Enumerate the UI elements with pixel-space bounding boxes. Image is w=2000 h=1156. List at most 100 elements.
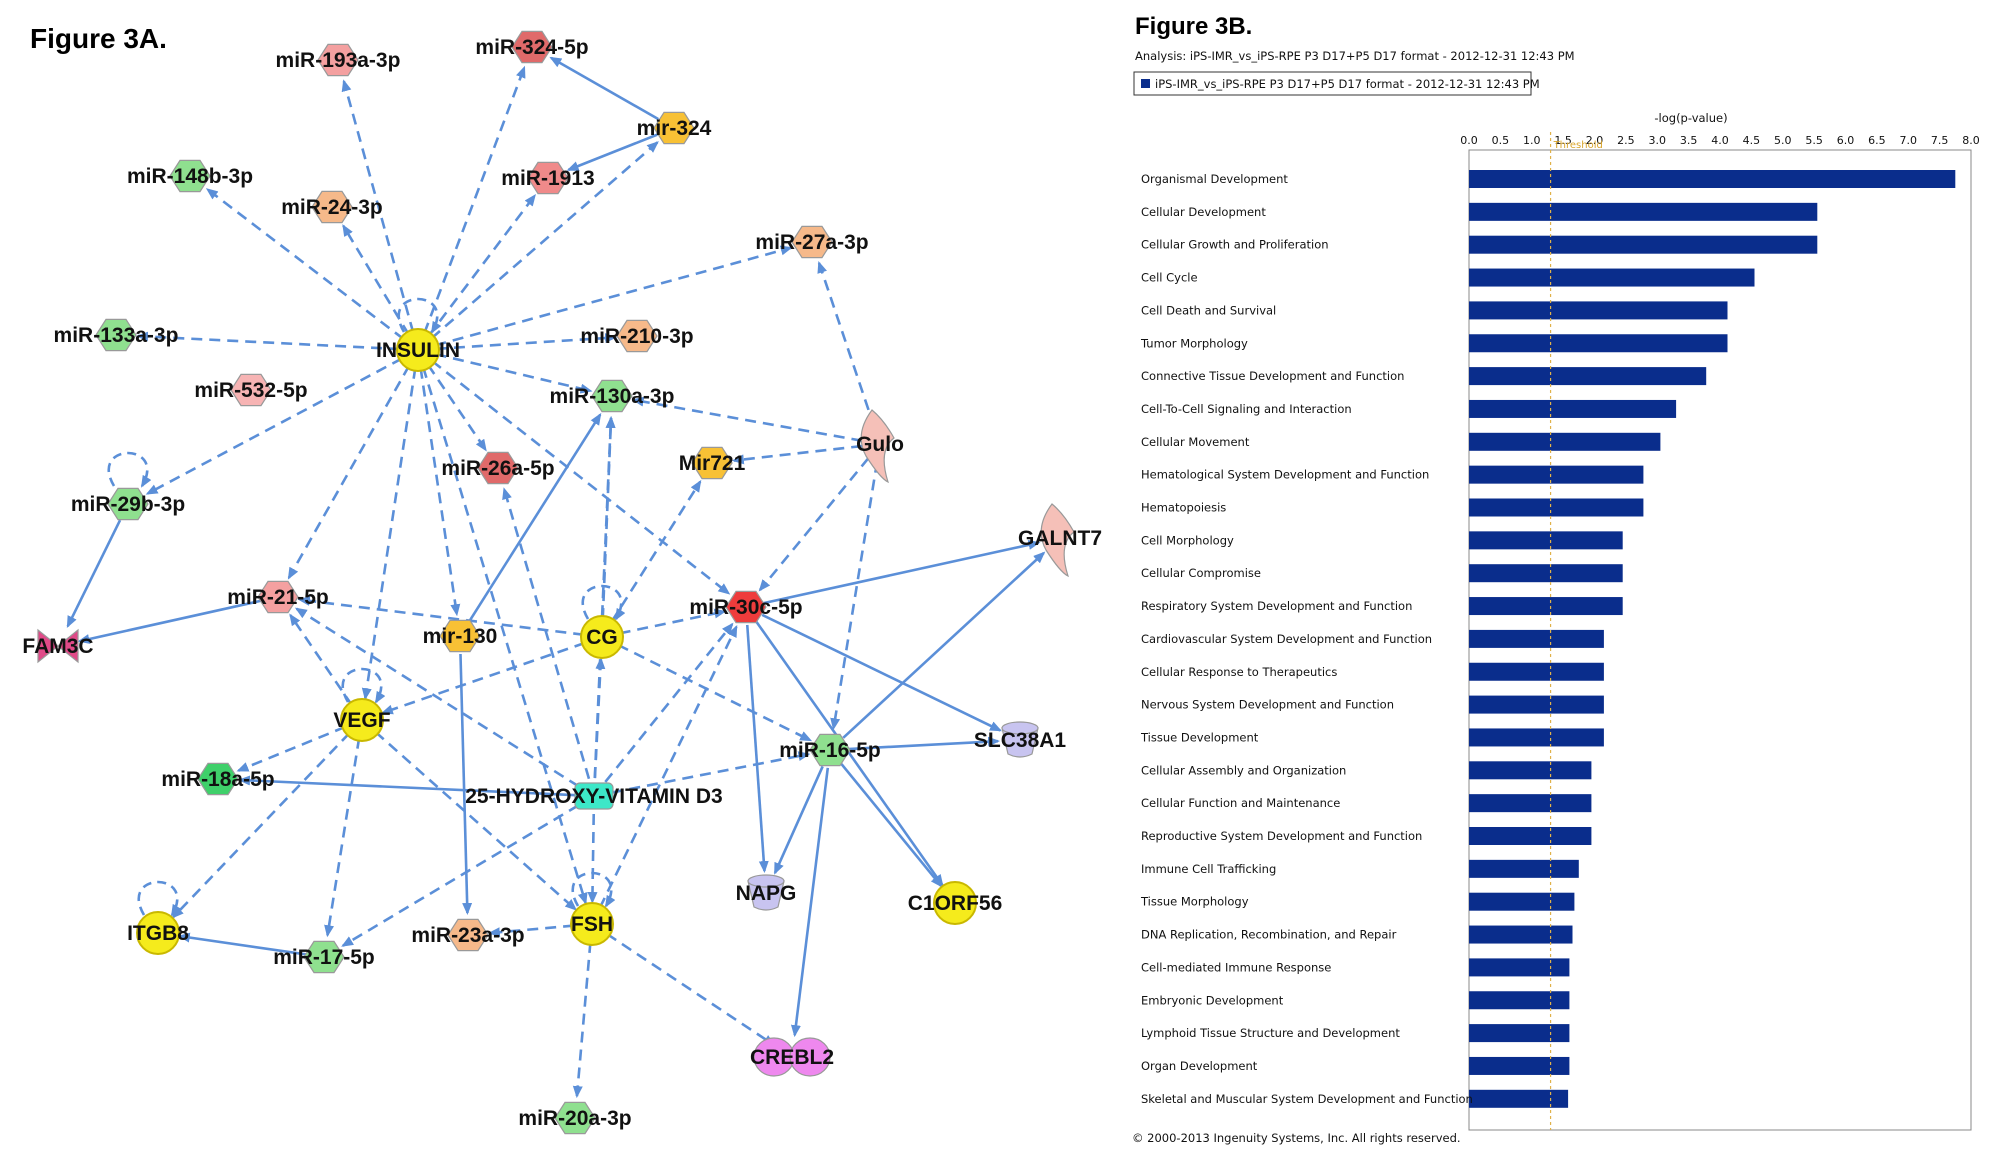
node-napg[interactable]: NAPG — [736, 874, 797, 911]
node-mir-16-5p[interactable]: miR-16-5p — [779, 733, 881, 767]
node-mir-26a-5p[interactable]: miR-26a-5p — [441, 451, 555, 485]
bar-cell-to-cell-signaling-and-interaction — [1469, 399, 1677, 418]
node-mir-20a-3p[interactable]: miR-20a-3p — [518, 1101, 632, 1135]
node-mir-324[interactable]: mir-324 — [637, 111, 712, 145]
category-label-cellular-development: Cellular Development — [1141, 205, 1266, 219]
x-tick-label: 3.0 — [1649, 134, 1667, 147]
node-c1orf56[interactable]: C1ORF56 — [908, 881, 1003, 925]
node-mir-27a-3p[interactable]: miR-27a-3p — [755, 225, 869, 259]
node-slc38a1[interactable]: SLC38A1 — [974, 721, 1067, 758]
node-crebl2[interactable]: CREBL2 — [750, 1037, 834, 1077]
category-label-organismal-development: Organismal Development — [1141, 172, 1288, 186]
bar-organ-development — [1469, 1056, 1570, 1075]
category-label-cellular-movement: Cellular Movement — [1141, 435, 1250, 449]
bar-cellular-growth-and-proliferation — [1469, 235, 1818, 254]
node-label: miR-27a-3p — [755, 231, 868, 254]
node-mir-30c-5p[interactable]: miR-30c-5p — [689, 590, 803, 624]
edge-mir-130-to-mir-23a-3p — [459, 653, 473, 916]
node-label: miR-532-5p — [194, 379, 307, 402]
node-mir-210-3p[interactable]: miR-210-3p — [580, 319, 694, 353]
category-label-cellular-compromise: Cellular Compromise — [1141, 566, 1261, 580]
node-label: miR-324-5p — [475, 36, 588, 59]
bar-skeletal-and-muscular-system-development-and-function — [1469, 1089, 1569, 1108]
self-loop-mir-29b-3p — [107, 451, 152, 488]
node-mir-24-3p[interactable]: miR-24-3p — [281, 190, 383, 224]
category-label-cell-morphology: Cell Morphology — [1141, 533, 1234, 547]
edge-mir-16-5p-to-galnt7 — [842, 551, 1046, 739]
node-mir-130[interactable]: mir-130 — [423, 619, 498, 653]
node-label: miR-30c-5p — [689, 596, 802, 619]
edge-mir-21-5p-to-fam3c — [77, 599, 261, 644]
legend-box — [1133, 71, 1532, 96]
node-gulo[interactable]: Gulo — [856, 409, 904, 484]
node-mir-193a-3p[interactable]: miR-193a-3p — [276, 43, 401, 77]
node-mir-18a-5p[interactable]: miR-18a-5p — [161, 762, 275, 796]
node-mir-324-5p[interactable]: miR-324-5p — [475, 30, 589, 64]
node-label: miR-130a-3p — [550, 385, 675, 408]
edge-insulin-to-vegf — [361, 367, 417, 701]
edge-gulo-to-mir721 — [731, 444, 863, 465]
node-mir-21-5p[interactable]: miR-21-5p — [227, 580, 329, 614]
edge-mir-30c-5p-to-c1orf56 — [755, 620, 944, 887]
node-mir-148b-3p[interactable]: miR-148b-3p — [127, 159, 253, 193]
node-vegf[interactable]: VEGF — [333, 698, 391, 742]
bar-cellular-response-to-therapeutics — [1469, 662, 1604, 681]
bar-cellular-compromise — [1469, 564, 1623, 583]
node-mir-29b-3p[interactable]: miR-29b-3p — [71, 487, 185, 521]
node-insulin[interactable]: INSULIN — [376, 328, 460, 372]
node-label: miR-18a-5p — [161, 768, 274, 791]
legend-swatch — [1141, 79, 1150, 88]
node-mir-1913[interactable]: miR-1913 — [501, 161, 595, 195]
bar-organismal-development — [1469, 170, 1956, 188]
bar-cell-morphology — [1469, 531, 1623, 550]
edge-insulin-to-mir-1913 — [427, 193, 536, 337]
node-label: FAM3C — [22, 635, 93, 658]
node-fam3c[interactable]: FAM3C — [22, 628, 94, 664]
edge-vegf-to-fsh — [374, 730, 578, 911]
bar-cellular-development — [1469, 202, 1818, 221]
edge-vegf-to-mir-17-5p — [324, 737, 361, 938]
category-label-connective-tissue-development-and-function: Connective Tissue Development and Functi… — [1141, 369, 1404, 383]
bar-hematopoiesis — [1469, 498, 1644, 517]
x-tick-label: 7.5 — [1931, 134, 1949, 147]
node-25-hydroxy-vitamin-d3[interactable]: 25-HYDROXY-VITAMIN D3 — [465, 782, 723, 810]
category-label-cellular-assembly-and-organization: Cellular Assembly and Organization — [1141, 763, 1346, 777]
category-label-tissue-development: Tissue Development — [1140, 730, 1259, 744]
edge-insulin-to-mir-324 — [430, 141, 659, 340]
node-galnt7[interactable]: GALNT7 — [1018, 503, 1102, 578]
node-mir-23a-3p[interactable]: miR-23a-3p — [411, 918, 525, 952]
edge-mir-16-5p-to-crebl2 — [790, 767, 830, 1038]
node-mir-130a-3p[interactable]: miR-130a-3p — [550, 379, 675, 413]
edge-mir-16-5p-to-napg — [773, 765, 824, 875]
edge-25-hydroxy-vitamin-d3-to-mir-16-5p — [611, 751, 811, 794]
edge-mir-16-5p-to-slc38a1 — [847, 736, 1001, 751]
figure-a-title: Figure 3A. — [30, 23, 167, 54]
node-label: mir-324 — [637, 117, 712, 140]
category-label-organ-development: Organ Development — [1141, 1059, 1258, 1073]
node-label: miR-148b-3p — [127, 165, 253, 188]
node-mir721[interactable]: Mir721 — [679, 446, 746, 480]
self-loop-fsh — [571, 871, 616, 908]
analysis-text: Analysis: iPS-IMR_vs_iPS-RPE P3 D17+P5 D… — [1135, 49, 1575, 63]
edge-insulin-to-mir-130 — [419, 367, 461, 617]
node-mir-133a-3p[interactable]: miR-133a-3p — [54, 318, 179, 352]
x-tick-label: 6.5 — [1868, 134, 1886, 147]
node-cg[interactable]: CG — [580, 615, 624, 659]
self-loop-vegf — [341, 667, 386, 704]
edge-insulin-to-mir-148b-3p — [205, 188, 405, 341]
node-label: SLC38A1 — [974, 729, 1067, 752]
x-tick-label: 8.0 — [1962, 134, 1980, 147]
node-label: miR-193a-3p — [276, 49, 401, 72]
edge-insulin-to-mir-130a-3p — [435, 352, 593, 394]
node-mir-532-5p[interactable]: miR-532-5p — [194, 373, 308, 407]
node-mir-17-5p[interactable]: miR-17-5p — [273, 940, 375, 974]
edge-mir-29b-3p-to-fam3c — [66, 519, 122, 629]
node-itgb8[interactable]: ITGB8 — [127, 911, 189, 955]
edge-25-hydroxy-vitamin-d3-to-mir-21-5p — [294, 607, 580, 788]
category-label-embryonic-development: Embryonic Development — [1141, 993, 1284, 1007]
node-fsh[interactable]: FSH — [570, 902, 614, 946]
edge-fsh-to-mir-30c-5p — [598, 624, 738, 909]
category-label-cellular-growth-and-proliferation: Cellular Growth and Proliferation — [1141, 238, 1329, 252]
